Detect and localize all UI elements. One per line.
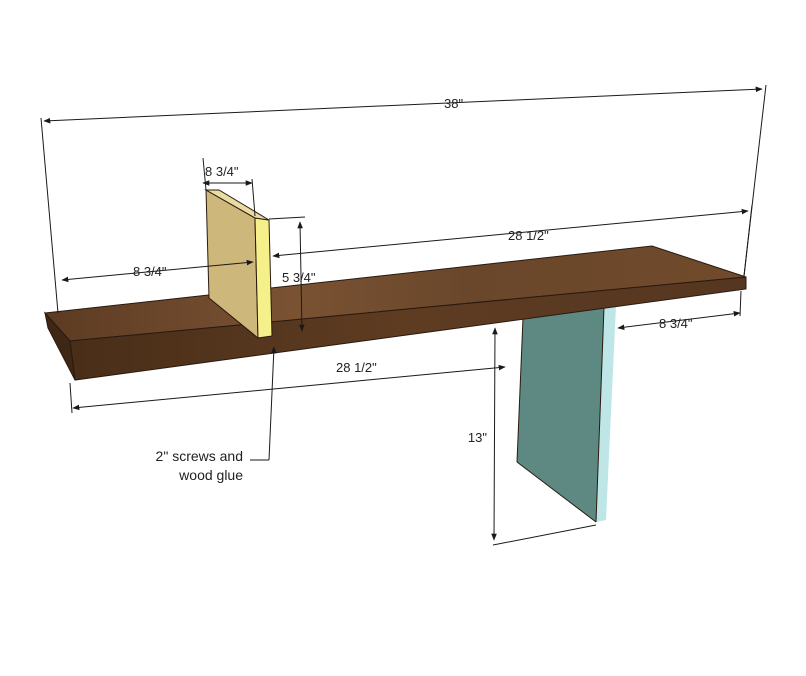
upright-offset-label: 8 3/4" [133,264,167,279]
screws-note-line2: wood glue [178,467,243,483]
top-span-label: 28 1/2" [508,228,549,243]
upright-depth-label: 8 3/4" [205,164,239,179]
leg-board [516,306,616,523]
leg-inset-label: 8 3/4" [659,316,693,331]
leg-height-label: 13" [468,430,487,445]
upright-edge [254,217,273,339]
leg-edge [596,306,616,522]
shelf-board [43,245,747,381]
upright-top [204,189,270,221]
overall-length-label: 38" [444,96,463,111]
leg-face [517,307,604,522]
screws-note-line1: 2" screws and [156,448,243,464]
dimension-lines [40,84,767,546]
front-span-label: 28 1/2" [336,360,377,375]
upright-height-label: 5 3/4" [282,270,316,285]
